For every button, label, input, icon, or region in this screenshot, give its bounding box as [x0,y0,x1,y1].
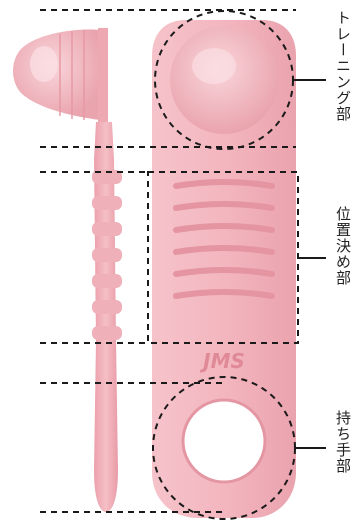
front-view: JMS [152,20,296,518]
label-handle-section: 持ち手部 [331,410,351,474]
jms-logo: JMS [199,349,245,373]
front-dome-highlight [192,48,236,84]
label-training-section: トレーニング部 [331,10,351,122]
label-positioning-section: 位置決め部 [331,206,351,286]
side-view [13,28,122,512]
side-training-dome [13,30,100,120]
side-dome-highlight [30,46,58,82]
side-neck [98,28,108,122]
